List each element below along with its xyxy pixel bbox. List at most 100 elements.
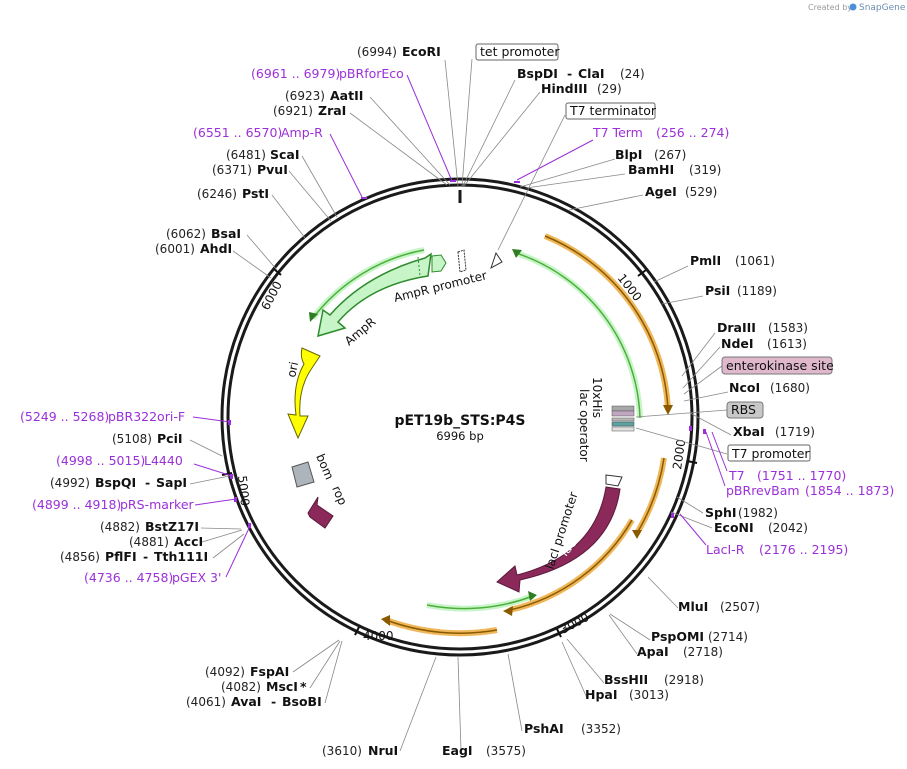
site-name-sapi: SapI <box>156 475 187 490</box>
t7-promoter-label: T7 promoter <box>731 446 810 461</box>
site-pos-sphi: (1982) <box>738 506 778 520</box>
primer-name-prsmarker: pRS-marker <box>120 497 195 512</box>
site-name-mlui: MluI <box>678 599 708 614</box>
site-name-pcii: PciI <box>157 431 183 446</box>
tet-promoter-feature[interactable] <box>457 249 467 273</box>
primer-name-l4440: L4440 <box>144 453 183 468</box>
tick-1000 <box>637 269 647 277</box>
site-name-bspqi: BspQI <box>95 475 136 490</box>
orf-arc-green-3-line <box>312 249 425 319</box>
site-name-bsobi: BsoBI <box>282 694 322 709</box>
laci-promoter-feature[interactable] <box>605 474 623 487</box>
ampr-feature[interactable] <box>317 252 432 338</box>
enterokinase-feature[interactable] <box>611 410 635 417</box>
site-pos-pvui: (6371) <box>212 163 252 177</box>
site-pos-draiii: (1583) <box>768 321 808 335</box>
t7-terminator-label: T7 terminator <box>569 103 657 118</box>
site-pos-xbai: (1719) <box>775 425 815 439</box>
orf-arc-4-arrow-icon <box>381 615 390 626</box>
primer-range-t7term: (256 .. 274) <box>656 125 729 140</box>
primer-range-pbrforeco: (6961 .. 6979) <box>251 66 340 81</box>
site-name-ecori: EcoRI <box>402 44 441 59</box>
backbone-inner-ring <box>226 183 694 651</box>
rbs-feature[interactable] <box>611 417 635 422</box>
orf-arc-3-line <box>509 519 633 611</box>
ampr-promoter-feature[interactable] <box>431 254 447 273</box>
orf-arc-4-line <box>385 619 498 634</box>
site-dash-bspdi: - <box>567 66 572 81</box>
primer-name-pgex3: pGEX 3' <box>172 570 221 585</box>
tick-label-2000: 2000 <box>670 438 688 470</box>
tick-label-5000: 5000 <box>235 475 252 507</box>
site-pos-bsshii: (2918) <box>664 673 704 687</box>
primer-range-lacir: (2176 .. 2195) <box>759 542 848 557</box>
site-pos-apai: (2718) <box>683 645 723 659</box>
site-pos-pcii: (5108) <box>112 432 152 446</box>
site-name-msci: MscI <box>266 679 298 694</box>
site-name-apai: ApaI <box>637 644 669 659</box>
tick-label-3000: 3000 <box>558 610 592 637</box>
site-name-tth111i: Tth111I <box>154 549 208 564</box>
primer-name-pbrrevbam: pBRrevBam <box>726 483 800 498</box>
site-name-nrui: NruI <box>368 743 398 758</box>
primer-range-l4440: (4998 .. 5015) <box>56 453 145 468</box>
site-name-avai: AvaI <box>231 694 261 709</box>
site-name-econi: EcoNI <box>714 520 754 535</box>
site-pos-msci: (4082) <box>221 680 261 694</box>
lac-operator-label: lac operator <box>577 389 591 462</box>
site-pos-psii: (1189) <box>737 284 777 298</box>
site-pos-psti: (6246) <box>197 187 237 201</box>
site-name-bstz17i: BstZ17I <box>145 519 199 534</box>
orf-arc-1-arrow-icon <box>663 405 673 415</box>
site-pos-pshai: (3352) <box>581 722 621 736</box>
site-name-pspomi: PspOMI <box>651 629 704 644</box>
plasmid-name: pET19b_STS:P4S <box>394 413 525 429</box>
primer-name-pbr322orif: pBR322ori-F <box>108 409 185 424</box>
orf-arc-green-2-arrow-icon <box>528 591 537 601</box>
tick-2000 <box>686 460 698 464</box>
t7-promoter-feature[interactable] <box>611 426 635 432</box>
site-dash-pflfi: - <box>143 549 148 564</box>
primer-name-lacir: LacI-R <box>706 542 745 557</box>
site-pos-hpai: (3013) <box>629 688 669 702</box>
lac-operator-feature[interactable] <box>611 421 635 427</box>
site-name-draiii: DraIII <box>717 320 756 335</box>
site-name-bamhi: BamHI <box>628 162 674 177</box>
site-name-ahdi: AhdI <box>200 241 232 256</box>
orf-arc-2-line <box>636 457 665 534</box>
ori-feature[interactable] <box>287 347 321 440</box>
laci-feature[interactable] <box>496 486 621 593</box>
site-name-zrai: ZraI <box>318 103 346 118</box>
site-name-hpai: HpaI <box>585 687 618 702</box>
orf-arc-2 <box>634 457 667 535</box>
site-name-agei: AgeI <box>645 184 677 199</box>
snapgene-logo-icon <box>849 3 857 11</box>
site-name-hindiii: HindIII <box>541 81 588 96</box>
site-name-bsai: BsaI <box>211 226 241 241</box>
site-name-aatii: AatII <box>330 88 363 103</box>
site-pos-agei: (529) <box>685 185 717 199</box>
tick-3000 <box>556 628 562 638</box>
rop-feature[interactable] <box>307 496 334 529</box>
site-name-xbai: XbaI <box>733 424 765 439</box>
his-tag-label: 10xHis <box>590 377 604 418</box>
site-pos-bspdi: (24) <box>620 67 645 81</box>
site-name-scai: ScaI <box>270 147 300 162</box>
site-name-psti: PstI <box>242 186 269 201</box>
credit-brand: SnapGene <box>859 3 906 13</box>
site-pos-econi: (2042) <box>768 521 808 535</box>
site-name-pmli: PmlI <box>690 253 721 268</box>
primer-range-pgex3: (4736 .. 4758) <box>84 570 173 585</box>
rbs-label: RBS <box>731 402 756 417</box>
ampr-divider <box>417 256 421 277</box>
plasmid-size: 6996 bp <box>436 429 484 443</box>
site-dash-bspqi: - <box>145 475 150 490</box>
bom-feature[interactable] <box>291 461 315 488</box>
primer-range-pbrrevbam: (1854 .. 1873) <box>805 483 894 498</box>
ampr-label: AmpR <box>342 315 378 349</box>
t7-terminator-feature[interactable] <box>490 251 503 270</box>
site-name-clai: ClaI <box>578 66 605 81</box>
site-pos-nrui: (3610) <box>322 744 362 758</box>
site-name-ndei: NdeI <box>721 336 754 351</box>
his-tag-feature[interactable] <box>611 405 635 412</box>
